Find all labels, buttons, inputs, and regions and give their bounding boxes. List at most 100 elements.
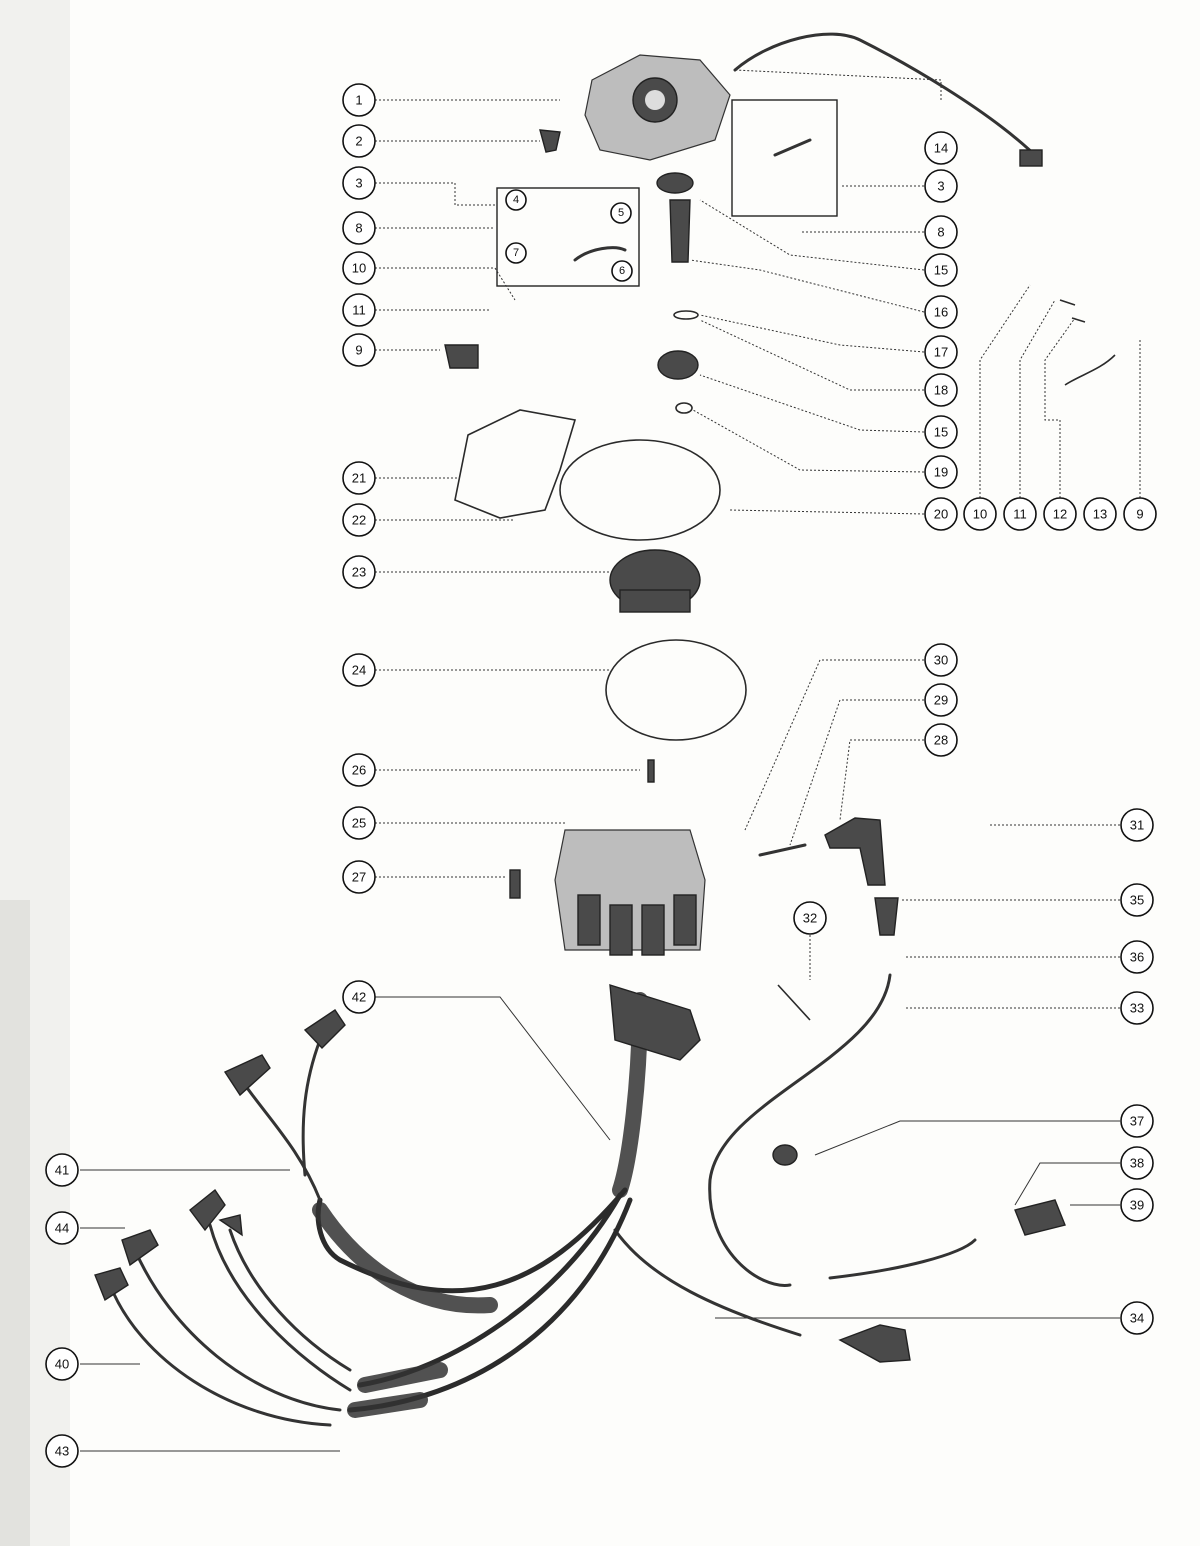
part-washer-15 — [656, 172, 694, 194]
part-nipple-35 — [874, 897, 899, 936]
callout-44-label: 44 — [55, 1221, 69, 1236]
callout-42-label: 42 — [352, 990, 366, 1005]
part-gasket-21 — [454, 409, 577, 519]
part-cover-20 — [559, 439, 721, 541]
part-ring-19 — [675, 402, 693, 414]
callout-36-label: 36 — [1130, 950, 1144, 965]
part-pin-26 — [647, 759, 655, 783]
part-boot-38 — [1014, 1199, 1066, 1236]
callout-10-right-label: 10 — [973, 507, 987, 522]
callout-19: 19 — [924, 455, 958, 489]
callout-15-bottom-label: 15 — [934, 425, 948, 440]
callout-4: 4 — [505, 189, 527, 211]
callout-15-top: 15 — [924, 253, 958, 287]
inset-box-left — [496, 187, 640, 287]
callout-28: 28 — [924, 723, 958, 757]
callout-33: 33 — [1120, 991, 1154, 1025]
callout-40: 40 — [45, 1347, 79, 1381]
part-lead-34 — [613, 1228, 802, 1337]
inset-box-right — [731, 99, 838, 217]
inset-left-part — [573, 246, 627, 262]
callout-41: 41 — [45, 1153, 79, 1187]
callout-26: 26 — [342, 753, 376, 787]
callout-8-left-label: 8 — [355, 221, 362, 236]
callout-13: 13 — [1083, 497, 1117, 531]
leader-lines — [80, 69, 1141, 1452]
callout-40-label: 40 — [55, 1357, 69, 1372]
part-small-parts-10-13 — [1059, 299, 1116, 386]
part-distributor-plate — [584, 54, 731, 161]
callout-14: 14 — [924, 131, 958, 165]
part-cap-25 — [554, 829, 706, 956]
callout-2: 2 — [342, 124, 376, 158]
part-screw-9 — [444, 344, 479, 369]
callout-14-label: 14 — [934, 141, 948, 156]
inset-right-part — [773, 138, 812, 157]
callout-3-right: 3 — [924, 169, 958, 203]
callout-8-left: 8 — [342, 211, 376, 245]
callout-9-left: 9 — [342, 333, 376, 367]
part-clip-32 — [777, 984, 811, 1021]
callout-32: 32 — [793, 901, 827, 935]
callout-29: 29 — [924, 683, 958, 717]
callout-39-label: 39 — [1130, 1198, 1144, 1213]
part-rotor-23 — [609, 549, 701, 613]
part-washer-18 — [673, 310, 699, 320]
callout-27-label: 27 — [352, 870, 366, 885]
callout-11-left: 11 — [342, 293, 376, 327]
callout-17: 17 — [924, 335, 958, 369]
callout-36: 36 — [1120, 940, 1154, 974]
part-grommet-37 — [772, 1144, 798, 1166]
callout-3-left-label: 3 — [355, 176, 362, 191]
part-terminal-34 — [838, 1324, 911, 1363]
callout-12: 12 — [1043, 497, 1077, 531]
part-clip — [539, 129, 561, 153]
part-lead-wire-14 — [733, 32, 1042, 162]
part-harness-42 — [312, 984, 701, 1418]
callout-34-label: 34 — [1130, 1311, 1144, 1326]
callout-42: 42 — [342, 980, 376, 1014]
callout-43: 43 — [45, 1434, 79, 1468]
callout-9-left-label: 9 — [355, 343, 362, 358]
callout-25: 25 — [342, 806, 376, 840]
part-screw-27 — [509, 869, 521, 899]
callout-1: 1 — [342, 83, 376, 117]
callout-32-label: 32 — [803, 911, 817, 926]
callout-23-label: 23 — [352, 565, 366, 580]
callout-38: 38 — [1120, 1146, 1154, 1180]
callout-44: 44 — [45, 1211, 79, 1245]
callout-31-label: 31 — [1130, 818, 1144, 833]
callout-22-label: 22 — [352, 513, 366, 528]
callout-21: 21 — [342, 461, 376, 495]
callout-10-left: 10 — [342, 251, 376, 285]
callout-11-right-label: 11 — [1013, 507, 1027, 522]
callout-15-top-label: 15 — [934, 263, 948, 278]
callout-11-right: 11 — [1003, 497, 1037, 531]
callout-1-label: 1 — [355, 93, 362, 108]
callout-30-label: 30 — [934, 653, 948, 668]
callout-3-left: 3 — [342, 166, 376, 200]
callout-17-label: 17 — [934, 345, 948, 360]
callout-33-label: 33 — [1130, 1001, 1144, 1016]
callout-24-label: 24 — [352, 663, 366, 678]
callout-38-label: 38 — [1130, 1156, 1144, 1171]
callout-12-label: 12 — [1053, 507, 1067, 522]
part-coil-lead-33 — [708, 973, 892, 1287]
callout-35: 35 — [1120, 883, 1154, 917]
part-plug-wires — [94, 1009, 352, 1427]
part-shaft-16 — [669, 199, 691, 263]
callout-3-right-label: 3 — [937, 179, 944, 194]
callout-23: 23 — [342, 555, 376, 589]
callout-11-left-label: 11 — [352, 303, 366, 318]
callout-2-label: 2 — [355, 134, 362, 149]
callout-29-label: 29 — [934, 693, 948, 708]
callout-24: 24 — [342, 653, 376, 687]
callout-21-label: 21 — [352, 471, 366, 486]
callout-13-label: 13 — [1093, 507, 1107, 522]
callout-37-label: 37 — [1130, 1114, 1144, 1129]
callout-43-label: 43 — [55, 1444, 69, 1459]
callout-16: 16 — [924, 295, 958, 329]
callout-5: 5 — [610, 202, 632, 224]
callout-22: 22 — [342, 503, 376, 537]
